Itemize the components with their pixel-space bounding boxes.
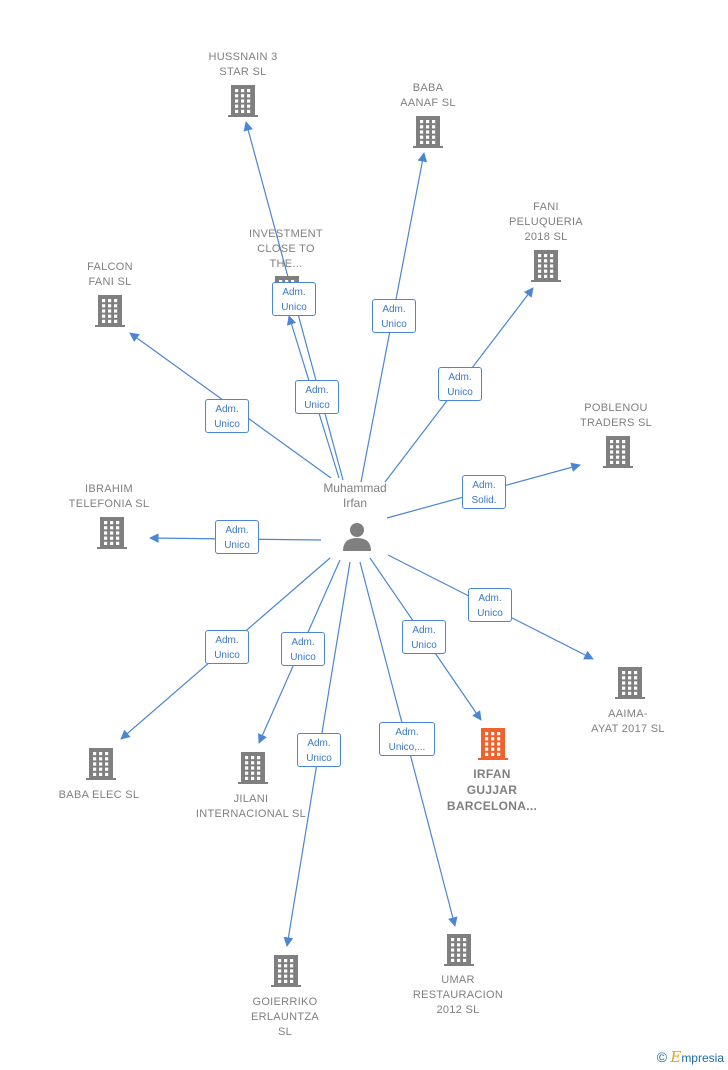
company-name-ibrahim[interactable]: IBRAHIM TELEFONIA SL bbox=[68, 483, 150, 510]
role-label-hussnain: Adm. Unico bbox=[272, 282, 316, 316]
building-icon[interactable] bbox=[413, 116, 443, 148]
role-label-irfan_gujjar: Adm. Unico bbox=[402, 620, 446, 654]
empresia-logo: © Empresia bbox=[657, 1048, 724, 1066]
logo-text: mpresia bbox=[681, 1051, 724, 1065]
building-icon[interactable] bbox=[238, 752, 268, 784]
company-name-investment[interactable]: INVESTMENT CLOSE TO THE... bbox=[249, 228, 323, 270]
building-icon[interactable] bbox=[228, 85, 258, 117]
company-name-poblenou[interactable]: POBLENOU TRADERS SL bbox=[579, 402, 653, 429]
building-icon[interactable] bbox=[478, 728, 508, 760]
role-label-poblenou: Adm. Solid. bbox=[462, 475, 506, 509]
role-label-fani_peluqueria: Adm. Unico bbox=[438, 367, 482, 401]
company-name-aaima[interactable]: AAIMA- AYAT 2017 SL bbox=[591, 708, 665, 735]
building-icon[interactable] bbox=[603, 436, 633, 468]
company-name-irfan_gujjar[interactable]: IRFAN GUJJAR BARCELONA... bbox=[446, 767, 538, 813]
role-label-goierriko: Adm. Unico bbox=[297, 733, 341, 767]
building-icon[interactable] bbox=[615, 667, 645, 699]
company-name-jilani[interactable]: JILANI INTERNACIONAL SL bbox=[195, 793, 307, 820]
company-name-hussnain[interactable]: HUSSNAIN 3 STAR SL bbox=[208, 51, 278, 78]
logo-initial: E bbox=[670, 1048, 682, 1066]
role-label-aaima: Adm. Unico bbox=[468, 588, 512, 622]
building-icon[interactable] bbox=[86, 748, 116, 780]
building-icon[interactable] bbox=[271, 955, 301, 987]
role-label-investment: Adm. Unico bbox=[295, 380, 339, 414]
copyright-symbol: © bbox=[656, 1049, 668, 1065]
role-label-baba_aanaf: Adm. Unico bbox=[372, 299, 416, 333]
role-label-baba_elec: Adm. Unico bbox=[205, 630, 249, 664]
company-name-umar[interactable]: UMAR RESTAURACION 2012 SL bbox=[412, 974, 504, 1016]
company-name-baba_aanaf[interactable]: BABA AANAF SL bbox=[400, 82, 456, 109]
company-name-fani_peluqueria[interactable]: FANI PELUQUERIA 2018 SL bbox=[509, 201, 583, 243]
building-icon[interactable] bbox=[531, 250, 561, 282]
company-name-baba_elec[interactable]: BABA ELEC SL bbox=[58, 789, 140, 801]
company-name-falcon[interactable]: FALCON FANI SL bbox=[87, 261, 133, 288]
building-icon[interactable] bbox=[444, 934, 474, 966]
building-icon[interactable] bbox=[95, 295, 125, 327]
role-label-falcon: Adm. Unico bbox=[205, 399, 249, 433]
building-icon[interactable] bbox=[97, 517, 127, 549]
role-label-ibrahim: Adm. Unico bbox=[215, 520, 259, 554]
center-person-name[interactable]: Muhammad Irfan bbox=[323, 481, 387, 510]
company-name-goierriko[interactable]: GOIERRIKO ERLAUNTZA SL bbox=[250, 996, 320, 1038]
role-label-jilani: Adm. Unico bbox=[281, 632, 325, 666]
role-label-umar: Adm. Unico,... bbox=[379, 722, 435, 756]
person-icon[interactable] bbox=[343, 523, 371, 551]
